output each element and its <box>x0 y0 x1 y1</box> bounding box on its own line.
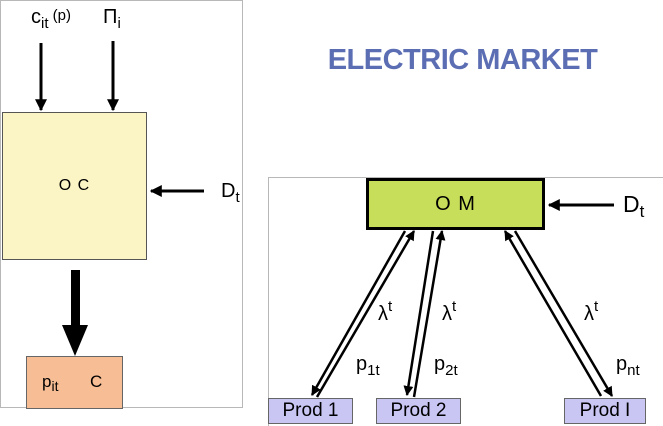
price-label-2: p2t <box>434 353 458 379</box>
cost-c-label: C <box>90 372 103 391</box>
operator-cost-box: O C <box>2 112 147 260</box>
price-arrow-1 <box>310 230 407 396</box>
producer-box-2: Prod 2 <box>376 398 461 424</box>
price-cost-box: pit C <box>26 356 123 409</box>
lambda-arrow-n <box>503 230 603 397</box>
cost-input-label: cit (p) <box>31 6 71 32</box>
price-label: pit <box>42 372 59 394</box>
lambda-arrow-1 <box>315 230 416 398</box>
price-arrow-2 <box>403 230 435 396</box>
demand-label-left: Dt <box>221 180 240 206</box>
pi-input-label: Πi <box>103 6 121 32</box>
lambda-label-2: λt <box>442 298 457 325</box>
lambda-label-1: λt <box>378 298 393 325</box>
output-arrow-head <box>62 325 88 356</box>
market-operator-box: O M <box>366 178 545 230</box>
operator-cost-label: O C <box>58 177 91 194</box>
price-label-n: pnt <box>616 353 640 379</box>
market-operator-panel <box>268 177 663 426</box>
price-arrow-n <box>513 230 614 397</box>
lambda-label-n: λt <box>584 298 599 325</box>
demand-label-right: Dt <box>623 191 645 221</box>
price-label-1: p1t <box>356 353 380 379</box>
output-arrow-shaft <box>71 270 80 327</box>
producer-box-1: Prod 1 <box>268 398 353 424</box>
producer-box-n: Prod I <box>564 398 646 424</box>
market-operator-label: O M <box>435 192 476 215</box>
lambda-arrow-2 <box>412 230 446 398</box>
diagram-title: ELECTRIC MARKET <box>327 44 598 76</box>
